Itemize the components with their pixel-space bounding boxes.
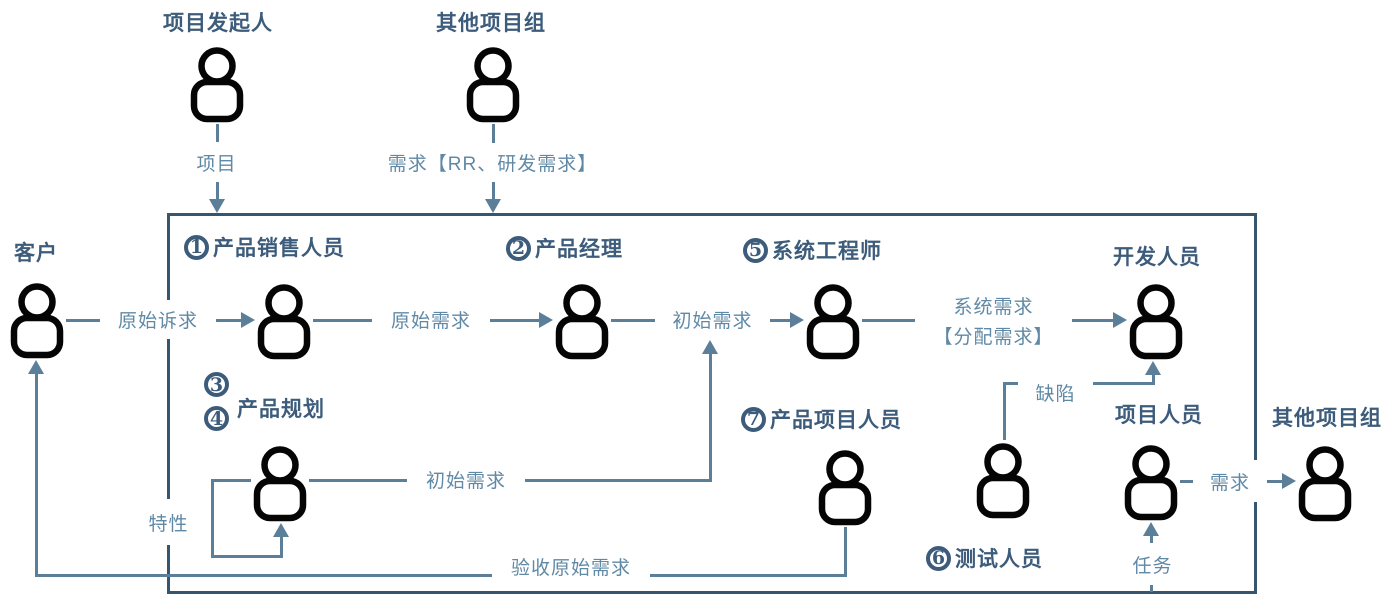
arrow-right-icon: [241, 312, 255, 328]
edge-system-requirement: 系统需求 【分配需求】: [915, 288, 1072, 357]
edge-system-requirement-line2: 【分配需求】: [933, 326, 1054, 348]
role-system-engineer-label: 系统工程师: [772, 240, 882, 263]
step-number-icon: 2: [506, 235, 531, 261]
edge-system-requirement-line1: 系统需求: [953, 297, 1034, 319]
person-icon: [974, 440, 1032, 520]
edge-task: 任务: [1115, 543, 1190, 585]
role-sales: 1 产品销售人员: [184, 232, 345, 262]
arrow-up-icon: [1145, 361, 1161, 375]
person-icon: [255, 281, 313, 361]
person-icon: [1122, 442, 1180, 522]
step-number-icon: 6: [926, 545, 951, 571]
edge-initial-requirement-2: 初始需求: [407, 458, 525, 500]
process-container-box: [167, 213, 1257, 594]
arrow-right-icon: [1113, 312, 1127, 328]
role-other-group-right-label: 其他项目组: [1272, 407, 1382, 430]
person-icon: [553, 281, 611, 361]
arrow-right-icon: [1282, 473, 1296, 489]
person-icon: [8, 280, 66, 360]
role-tester: 6 测试人员: [926, 543, 1043, 573]
role-initiator-label: 项目发起人: [163, 12, 273, 35]
person-icon: [1127, 281, 1185, 361]
person-icon: [251, 443, 309, 523]
arrow-up-icon: [1143, 522, 1159, 536]
step-number-icon: 7: [741, 406, 766, 432]
feature-loop-stub: [211, 479, 253, 482]
defect-line-up: [1152, 374, 1155, 385]
role-developer-label: 开发人员: [1113, 246, 1201, 269]
edge-requirement-rr: 需求【RR、研发需求】: [363, 143, 622, 182]
role-product-manager: 2 产品经理: [506, 233, 623, 263]
arrow-right-icon: [539, 312, 553, 328]
person-icon: [188, 44, 246, 124]
arrow-up-icon: [702, 340, 718, 354]
accept-line-down: [844, 527, 847, 577]
arrow-up-icon: [28, 360, 44, 374]
role-other-group-top-label: 其他项目组: [436, 12, 546, 35]
edge-accept-original-requirement: 验收原始需求: [492, 545, 650, 587]
edge-initial-requirement: 初始需求: [655, 300, 770, 339]
step-number-icon: 3: [204, 372, 229, 397]
step-number-icon: 5: [743, 237, 768, 263]
edge-original-appeal: 原始诉求: [100, 300, 216, 339]
role-product-project: 7 产品项目人员: [741, 404, 902, 434]
arrow-down-icon: [485, 199, 501, 213]
edge-original-requirement: 原始需求: [372, 300, 490, 339]
role-tester-label: 测试人员: [955, 548, 1043, 571]
edge-requirement: 需求: [1193, 460, 1267, 502]
person-icon: [464, 44, 522, 124]
role-product-planning-label: 产品规划: [237, 398, 325, 421]
role-product-project-label: 产品项目人员: [770, 409, 902, 432]
role-customer-label: 客户: [14, 242, 58, 265]
role-system-engineer: 5 系统工程师: [743, 235, 882, 265]
role-project-member-label: 项目人员: [1115, 404, 1203, 427]
role-sales-label: 产品销售人员: [213, 237, 345, 260]
role-product-manager-label: 产品经理: [535, 238, 623, 261]
edge-project: 项目: [178, 142, 255, 182]
person-icon: [816, 447, 874, 527]
arrow-up-icon: [273, 523, 289, 537]
arrow-right-icon: [790, 312, 804, 328]
initial-requirement2-line-up: [709, 352, 712, 482]
accept-line-up: [35, 373, 38, 577]
step-number-icon: 1: [184, 234, 209, 260]
arrow-down-icon: [209, 199, 225, 213]
feature-loop-left: [211, 479, 214, 558]
feature-loop-up: [280, 536, 283, 558]
defect-line-vertical: [1003, 382, 1006, 440]
step-number-icon: 4: [204, 406, 229, 431]
edge-feature: 特性: [132, 499, 205, 545]
person-icon: [804, 281, 862, 361]
accept-line-horizontal: [36, 574, 846, 577]
feature-loop-bottom: [211, 555, 283, 558]
edge-defect: 缺陷: [1018, 372, 1093, 412]
person-icon: [1296, 443, 1354, 523]
